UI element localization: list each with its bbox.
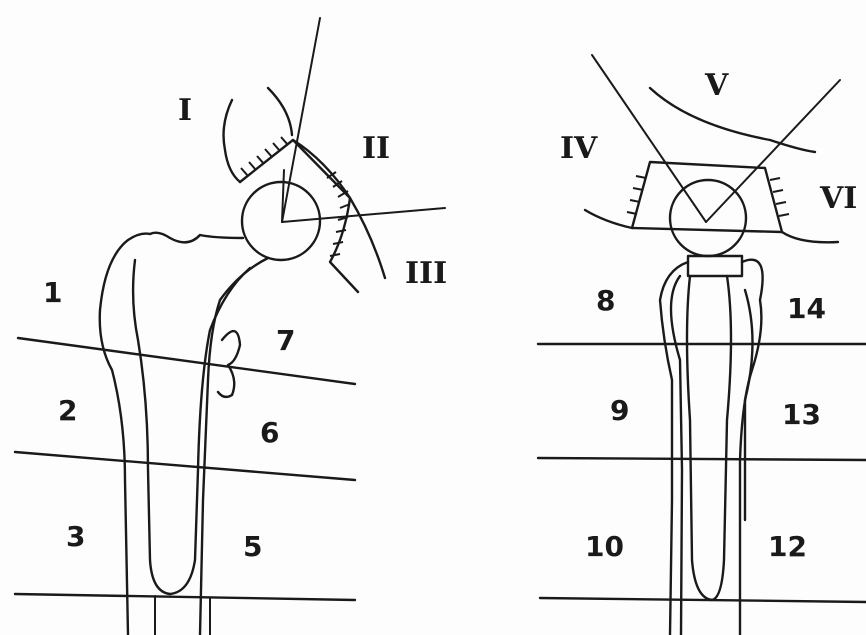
right-pelvis-right [782,232,838,242]
region-label-6: 6 [260,416,279,449]
femoral-head [242,182,320,260]
right-region-labels: 8 9 10 12 13 14 [585,284,826,563]
region-label-13: 13 [782,398,821,431]
zone-label-III: III [405,256,447,291]
right-divider-3 [540,598,866,602]
zone-label-V: V [704,68,729,103]
zone-label-I: I [178,93,192,128]
right-prosthesis-stem [687,276,731,600]
right-pelvis-arc-top [650,88,815,152]
pelvis-outline-top [268,88,292,135]
right-radial-line-left [592,55,706,222]
region-label-2: 2 [58,394,77,427]
femur-medial-cortex [200,258,268,635]
region-label-7: 7 [276,324,295,357]
right-pelvis-left [585,210,632,228]
femur-lateral-cortex [100,233,243,635]
zone-label-IV: IV [560,131,598,166]
region-label-12: 12 [768,530,807,563]
region-label-3: 3 [66,520,85,553]
region-label-14: 14 [787,292,826,325]
region-label-10: 10 [585,530,624,563]
left-divider-3 [15,594,355,600]
right-femur-posterior [660,262,688,635]
right-divider-2 [538,458,866,460]
right-canal-line-b [745,290,753,520]
left-zone-labels: I II III [178,93,447,291]
left-region-labels: 1 2 3 5 6 7 [43,276,295,563]
region-label-5: 5 [243,530,262,563]
prosthesis-stem-left [133,260,250,594]
region-label-8: 8 [596,284,615,317]
region-label-9: 9 [610,394,629,427]
left-divider-2 [15,452,355,480]
right-stem-neck [688,256,742,276]
zone-label-VI: VI [819,181,857,216]
right-hatch-marks [627,176,789,216]
region-label-1: 1 [43,276,62,309]
right-zone-labels: IV V VI [560,68,857,216]
right-femoral-head [670,180,746,256]
acetabulum-radial-line-lateral [282,208,445,222]
pelvis-outline-left [224,100,240,182]
zone-label-II: II [362,131,390,166]
left-divider-1 [18,338,355,384]
lesser-trochanter [218,331,240,397]
